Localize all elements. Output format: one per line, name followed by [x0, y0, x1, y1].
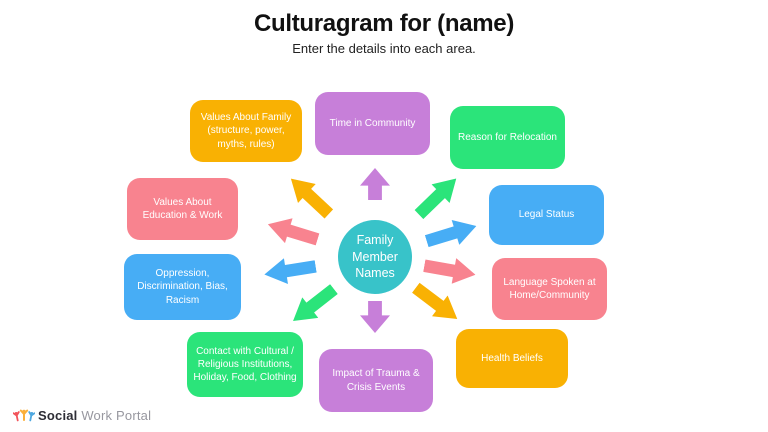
arrow-to-impact-of-trauma: [360, 301, 390, 333]
logo-social-work-portal: Social Work Portal: [13, 407, 151, 424]
arrow-to-language-spoken: [422, 253, 478, 288]
arrow-to-oppression: [262, 254, 317, 288]
logo-text-light: Work Portal: [81, 408, 152, 423]
box-impact-of-trauma: Impact of Trauma & Crisis Events: [319, 349, 433, 412]
box-legal-status: Legal Status: [489, 185, 604, 245]
center-circle-family-member-names: Family Member Names: [338, 220, 412, 294]
arrow-to-values-education-work: [264, 212, 321, 252]
people-icon: [13, 409, 35, 422]
arrow-to-values-about-family: [282, 169, 338, 223]
arrow-to-health-beliefs: [408, 277, 465, 329]
box-values-education-work: Values About Education & Work: [127, 178, 238, 240]
box-language-spoken: Language Spoken at Home/Community: [492, 258, 607, 320]
box-values-about-family: Values About Family (structure, power, m…: [190, 100, 302, 162]
arrow-to-legal-status: [423, 214, 480, 254]
arrow-to-reason-for-relocation: [410, 169, 465, 224]
logo-text-bold: Social: [38, 408, 78, 423]
logo-text: Social Work Portal: [38, 408, 151, 423]
page-title: Culturagram for (name): [253, 10, 515, 37]
arrow-to-contact-with-cultural: [285, 279, 342, 332]
box-reason-for-relocation: Reason for Relocation: [450, 106, 565, 169]
box-health-beliefs: Health Beliefs: [456, 329, 568, 388]
arrow-to-time-in-community: [360, 168, 390, 200]
box-contact-with-cultural: Contact with Cultural / Religious Instit…: [187, 332, 303, 397]
box-oppression: Oppression, Discrimination, Bias, Racism: [124, 254, 241, 320]
header: Culturagram for (name) Enter the details…: [0, 10, 768, 56]
box-time-in-community: Time in Community: [315, 92, 430, 155]
page-subtitle: Enter the details into each area.: [292, 41, 476, 56]
